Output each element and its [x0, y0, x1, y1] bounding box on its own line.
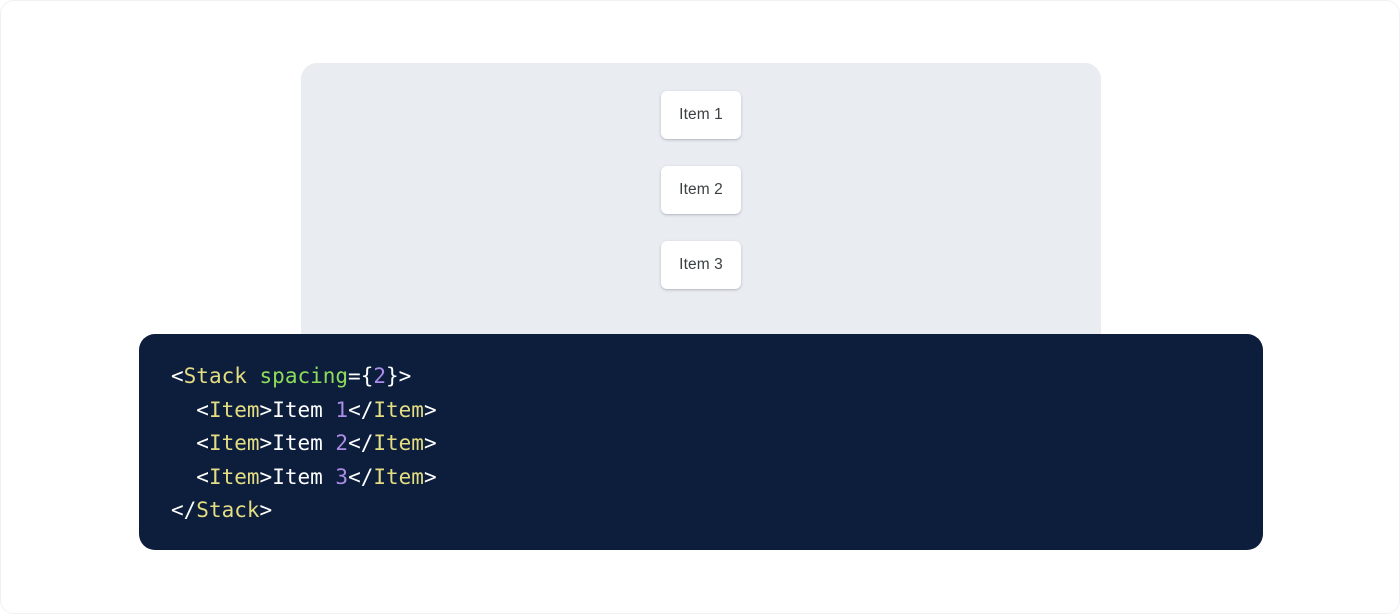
- code-token-num: 2: [373, 364, 386, 388]
- code-line: <Item>Item 1</Item>: [171, 394, 1263, 428]
- code-line: <Item>Item 3</Item>: [171, 461, 1263, 495]
- code-token-tag: Item: [373, 397, 424, 422]
- stack-item[interactable]: Item 2: [661, 166, 741, 214]
- code-token-punct: </: [348, 397, 374, 422]
- component-preview-panel: Item 1 Item 2 Item 3: [301, 63, 1101, 353]
- code-token-text: Item: [272, 464, 336, 489]
- stack-container: Item 1 Item 2 Item 3: [661, 91, 741, 289]
- code-token-tag: Item: [373, 464, 424, 489]
- code-token-num: 3: [335, 464, 349, 489]
- code-line: <Item>Item 2</Item>: [171, 427, 1263, 461]
- code-token-punct: </: [348, 431, 374, 456]
- code-token-tag: Stack: [196, 498, 260, 523]
- code-token-punct: <: [196, 397, 209, 422]
- stack-item[interactable]: Item 1: [661, 91, 741, 139]
- code-token-punct: >: [259, 397, 273, 422]
- code-token-punct: >: [259, 431, 273, 456]
- code-snippet-block[interactable]: <Stack spacing={2}> <Item>Item 1</Item> …: [139, 334, 1263, 550]
- code-token-punct: <: [196, 464, 209, 489]
- code-token-text: Item: [272, 397, 336, 422]
- code-token-punct: }>: [386, 364, 412, 388]
- code-token-tag: Stack: [183, 364, 247, 388]
- code-line: </Stack>: [171, 494, 1263, 528]
- code-token-punct: </: [171, 498, 197, 523]
- code-token-attr: spacing: [259, 364, 349, 388]
- code-token-num: 1: [335, 397, 349, 422]
- code-token-num: 2: [335, 431, 349, 456]
- code-token-punct: </: [348, 464, 374, 489]
- code-token-punct: >: [423, 431, 437, 456]
- code-token-punct: <: [196, 431, 209, 456]
- code-token-tag: Item: [208, 464, 260, 489]
- code-token-punct: ={: [348, 364, 374, 388]
- stack-item[interactable]: Item 3: [661, 241, 741, 289]
- code-token-tag: Item: [208, 431, 260, 456]
- code-token-punct: >: [423, 397, 437, 422]
- code-token-punct: >: [423, 464, 437, 489]
- code-token-tag: Item: [373, 431, 424, 456]
- code-line: <Stack spacing={2}>: [171, 360, 1263, 394]
- code-token-punct: >: [259, 464, 273, 489]
- code-token-punct: >: [259, 498, 273, 523]
- code-token-punct: <: [171, 364, 184, 388]
- code-token-text: Item: [272, 431, 336, 456]
- code-token-punct: [247, 364, 260, 388]
- code-token-tag: Item: [208, 397, 260, 422]
